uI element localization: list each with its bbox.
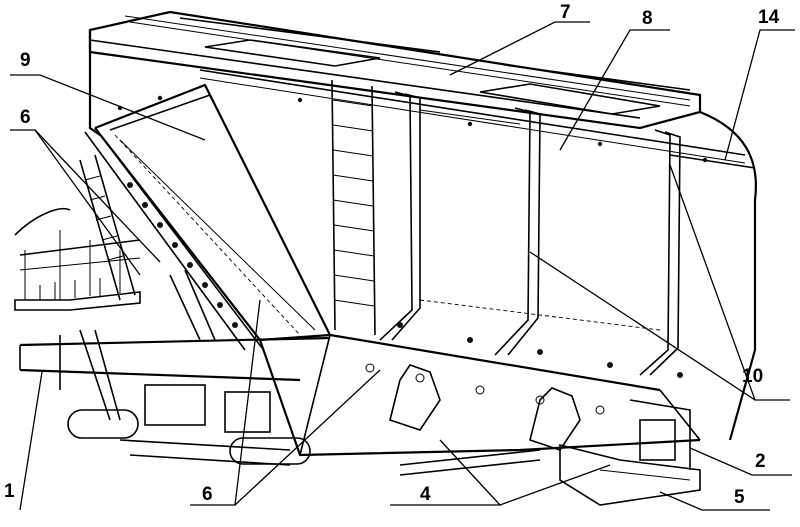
leader-6b-2 xyxy=(234,369,381,506)
callout-6-top: 6 xyxy=(20,107,31,128)
bolts xyxy=(117,95,708,415)
callout-5: 5 xyxy=(734,487,745,508)
leader-1 xyxy=(19,371,43,511)
callout-2: 2 xyxy=(755,451,766,472)
callouts: 1 2 4 5 6 6 7 8 9 10 14 xyxy=(4,2,780,508)
discharge-hoppers xyxy=(389,364,701,506)
roof xyxy=(88,10,702,130)
leader-10-2 xyxy=(529,251,756,401)
callout-1: 1 xyxy=(4,481,15,502)
callout-10: 10 xyxy=(742,366,763,387)
leader-lines xyxy=(10,21,795,511)
ladder xyxy=(331,79,376,336)
internal-frames xyxy=(379,91,681,376)
platform xyxy=(14,154,141,311)
car-body xyxy=(84,30,757,457)
underframe xyxy=(19,269,541,476)
leader-9 xyxy=(10,74,206,141)
callout-7: 7 xyxy=(560,2,571,23)
leader-10 xyxy=(669,164,790,401)
callout-9: 9 xyxy=(20,50,31,71)
callout-8: 8 xyxy=(642,8,653,29)
leader-7 xyxy=(449,21,590,76)
leader-5 xyxy=(659,491,770,511)
leader-2 xyxy=(689,447,792,476)
callout-6-bottom: 6 xyxy=(202,484,213,505)
leader-4b xyxy=(499,464,611,506)
leader-6a-2 xyxy=(34,129,161,263)
leader-8 xyxy=(559,29,670,151)
callout-14: 14 xyxy=(758,7,780,28)
callout-4: 4 xyxy=(420,484,431,505)
leader-14 xyxy=(724,29,795,161)
